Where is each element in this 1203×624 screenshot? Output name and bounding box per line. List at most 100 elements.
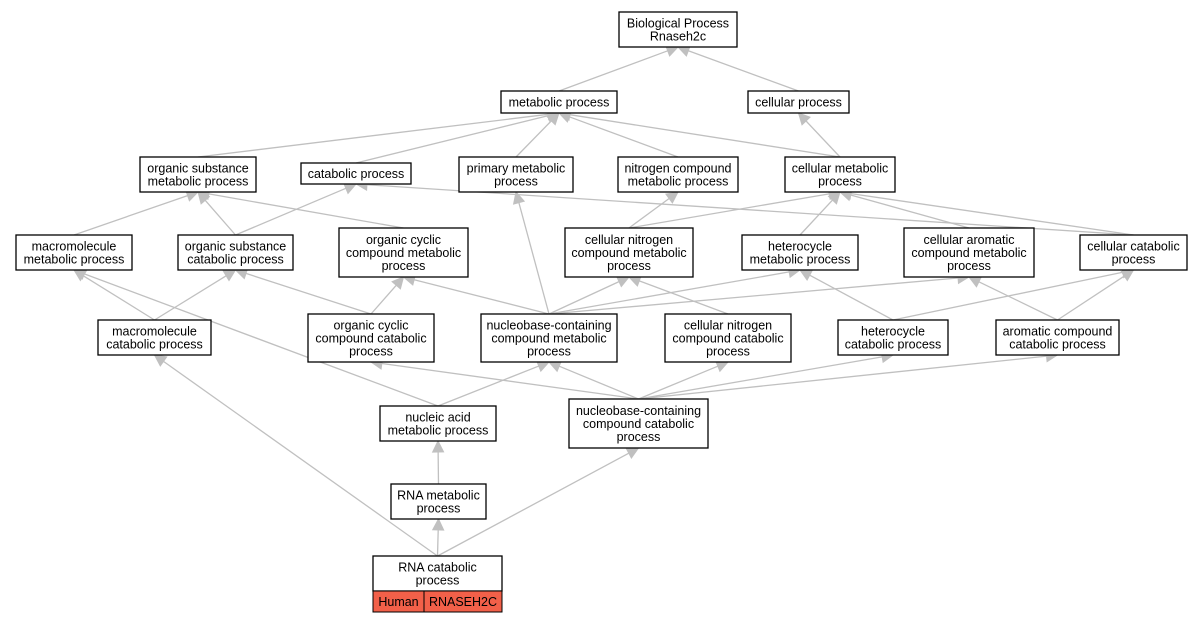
node-label-line: cellular catabolic (1087, 240, 1179, 254)
node-box (480, 313, 618, 363)
edge-pmp-metab (515, 112, 560, 158)
edge-rcp-rmp (431, 517, 445, 557)
node-label-line: compound catabolic (315, 332, 426, 346)
node-label-line: cellular process (755, 96, 842, 110)
node-label-line: RNA catabolic (398, 561, 477, 575)
node-box (379, 405, 497, 442)
node-label-line: organic substance (185, 240, 287, 254)
node-label-line: process (1112, 253, 1156, 267)
node-box (664, 313, 792, 363)
node-label-line: compound metabolic (911, 246, 1026, 260)
node-box (741, 234, 859, 271)
node-cell[interactable]: cellular process (747, 90, 850, 114)
node-metab[interactable]: metabolic process (500, 90, 618, 114)
node-label-line: nucleic acid (405, 411, 470, 425)
node-label-line: compound catabolic (583, 417, 694, 431)
edge-cmp-metab (557, 108, 841, 158)
edge-mmp-osm (73, 189, 200, 236)
node-box (617, 156, 739, 193)
node-label-line: primary metabolic (467, 162, 566, 176)
node-box (995, 319, 1120, 356)
node-label-line: process (527, 345, 571, 359)
node-box (458, 156, 574, 193)
node-box (568, 398, 709, 449)
node-box (15, 234, 133, 271)
node-label-line: macromolecule (32, 240, 117, 254)
node-label-line: heterocycle (861, 325, 925, 339)
node-label-line: compound metabolic (571, 246, 686, 260)
edge-rmp-namp (431, 439, 445, 485)
node-label-line: heterocycle (768, 240, 832, 254)
edge-nbcm-pmp (512, 190, 550, 315)
node-box (300, 162, 412, 185)
node-box (618, 11, 738, 48)
node-cat[interactable]: catabolic process (300, 162, 412, 185)
node-label-line: process (818, 175, 862, 189)
node-label-line: catabolic process (845, 338, 942, 352)
node-label-line: cellular metabolic (792, 162, 889, 176)
edge-accp-ccp (1057, 269, 1135, 321)
node-box (903, 227, 1035, 278)
node-label-line: process (617, 430, 661, 444)
node-label-line: metabolic process (509, 96, 610, 110)
node-label-line: organic cyclic (366, 233, 441, 247)
edge-nbcc-occc (369, 357, 639, 400)
edge-hcp-hmp (799, 269, 894, 321)
node-box (307, 313, 435, 363)
annotation-cell (423, 590, 503, 613)
edge-accp-cacm (967, 276, 1058, 321)
node-label-line: organic substance (147, 162, 249, 176)
node-label-line: catabolic process (1009, 338, 1106, 352)
edge-oscp-osm (197, 191, 236, 236)
node-label-line: compound metabolic (346, 246, 461, 260)
node-label-line: RNA metabolic (397, 489, 480, 503)
node-label-line: catabolic process (106, 338, 203, 352)
edge-mcp-oscp (154, 269, 237, 321)
node-label-line: catabolic process (187, 253, 284, 267)
node-label-line: catabolic process (308, 167, 405, 181)
annotation-label: RNASEH2C (429, 595, 497, 609)
edge-cmp-cell (797, 112, 841, 158)
node-box (139, 156, 257, 193)
node-label-line: organic cyclic (333, 319, 408, 333)
edge-occm-osm (196, 187, 404, 229)
edge-osm-metab (197, 108, 561, 158)
node-label-line: metabolic process (24, 253, 125, 267)
node-label-line: process (706, 345, 750, 359)
node-label-line: cellular nitrogen (585, 233, 673, 247)
node-box (97, 319, 212, 356)
node-label-line: macromolecule (112, 325, 197, 339)
node-box (784, 156, 896, 193)
edge-namp-nbcm (437, 360, 551, 407)
node-box (564, 227, 694, 278)
node-label-line: Rnaseh2c (650, 30, 706, 44)
node-label-line: cellular nitrogen (684, 319, 772, 333)
node-box (500, 90, 618, 114)
node-label-line: nucleobase-containing (576, 404, 701, 418)
edge-cncc-cncm (627, 275, 729, 315)
